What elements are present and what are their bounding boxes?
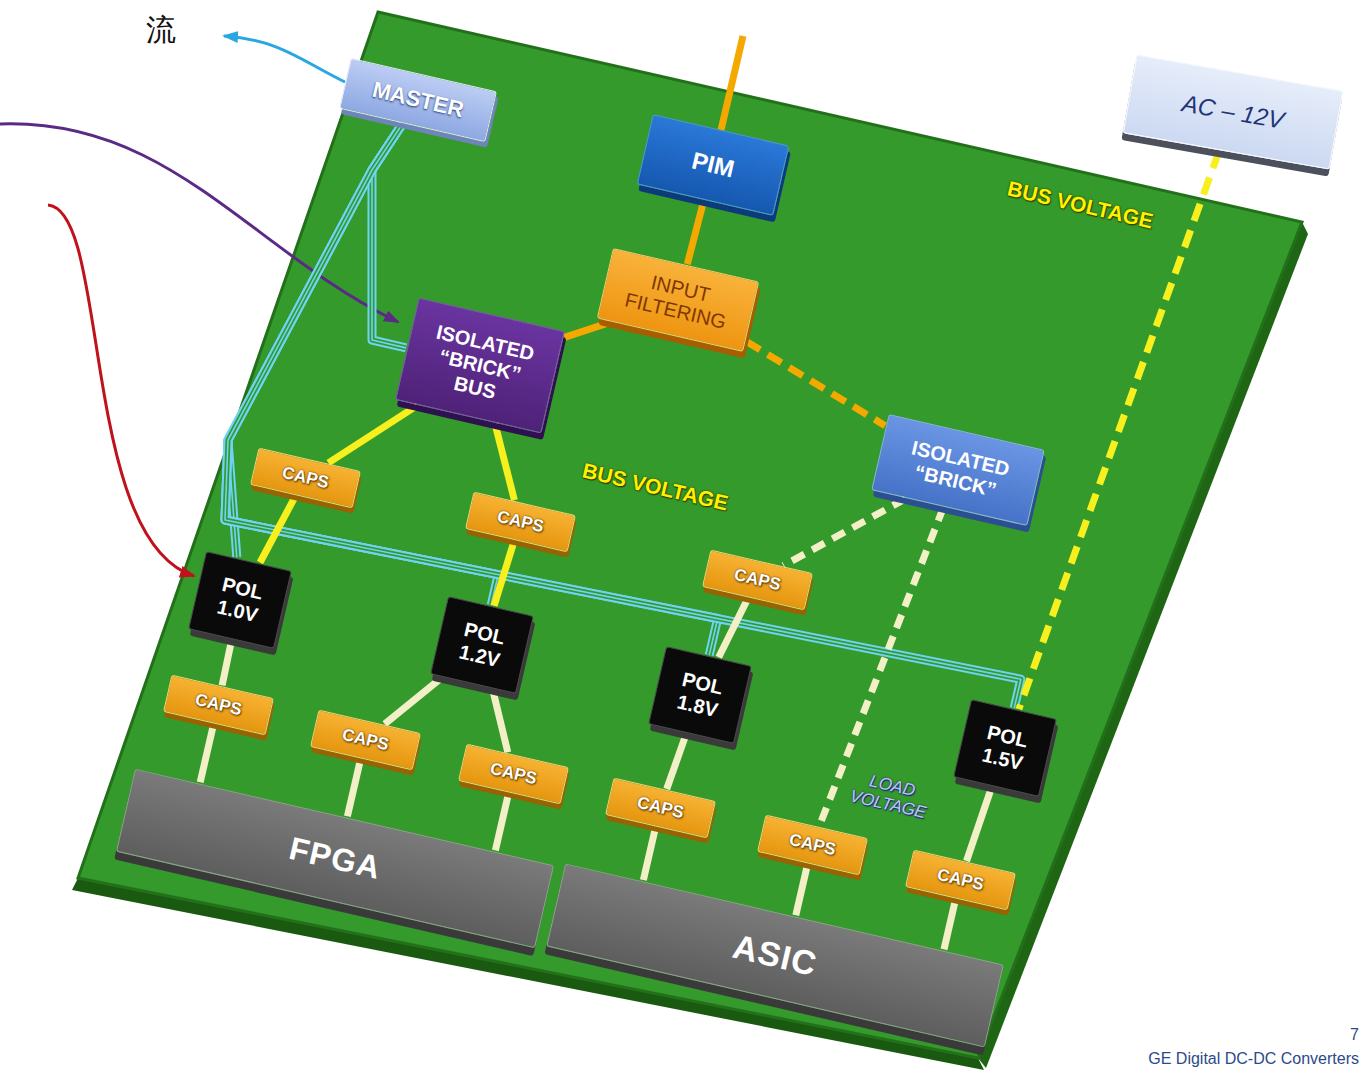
- node-label: CAPS: [280, 463, 330, 493]
- node-label: CAPS: [732, 565, 782, 595]
- node-label: POL 1.2V: [443, 615, 522, 676]
- power-line: [643, 828, 655, 881]
- node-label: CAPS: [495, 507, 545, 537]
- page-number: 7: [1350, 1026, 1359, 1044]
- wire-stroke: [225, 124, 718, 655]
- power-line: [687, 201, 703, 264]
- node-label: CAPS: [340, 725, 390, 755]
- wire-stroke: [225, 124, 718, 655]
- signal-bus: [228, 124, 402, 557]
- node-label: CAPS: [193, 690, 243, 720]
- power-line: [967, 787, 992, 861]
- ac-supply: AC – 12V: [1123, 54, 1344, 169]
- node-label: AC – 12V: [1180, 89, 1286, 134]
- node-label: CAPS: [787, 830, 837, 860]
- power-line: [944, 900, 956, 950]
- power-line: [385, 678, 442, 724]
- power-line: [783, 499, 905, 566]
- power-line: [495, 794, 508, 851]
- node-label: CAPS: [935, 865, 985, 895]
- power-line: [564, 322, 610, 337]
- power-line: [495, 423, 515, 500]
- power-line: [328, 405, 417, 463]
- wire-stroke: [228, 124, 402, 557]
- node-label: MASTER: [370, 77, 466, 123]
- leader-arrow: [224, 36, 345, 82]
- power-line: [347, 760, 360, 817]
- node-label: POL 1.0V: [201, 570, 280, 631]
- power-line: [667, 734, 687, 789]
- node-label: CAPS: [635, 793, 685, 823]
- power-line: [796, 865, 808, 916]
- footer-text: GE Digital DC-DC Converters: [1148, 1050, 1359, 1068]
- circuit-board: [78, 12, 1302, 1058]
- power-line: [222, 640, 232, 685]
- leader-arrow: [48, 205, 194, 576]
- node-label: CAPS: [488, 759, 538, 789]
- node-label: FPGA: [286, 830, 385, 887]
- power-line: [746, 342, 885, 426]
- node-label: ISOLATED “BRICK”: [886, 432, 1031, 508]
- node-label: PIM: [689, 147, 737, 183]
- power-line: [819, 508, 943, 827]
- power-line: [260, 496, 295, 562]
- leader-arrow: [0, 124, 398, 322]
- power-line: [494, 541, 514, 606]
- cut-off-text: 流: [146, 10, 176, 51]
- node-label: ASIC: [729, 926, 821, 983]
- node-label: POL 1.5V: [966, 718, 1045, 779]
- power-line: [493, 690, 508, 753]
- wire-stroke: [228, 124, 402, 557]
- node-label: ISOLATED “BRICK” BUS: [410, 317, 550, 413]
- power-line: [200, 725, 213, 783]
- wire-stroke: [228, 124, 402, 557]
- node-label: POL 1.8V: [661, 665, 740, 726]
- power-line: [719, 598, 748, 657]
- signal-bus: [225, 124, 718, 655]
- node-label: INPUT FILTERING: [610, 263, 745, 337]
- input-wire: [721, 36, 743, 130]
- power-line: [1019, 151, 1219, 709]
- wire-stroke: [225, 124, 718, 655]
